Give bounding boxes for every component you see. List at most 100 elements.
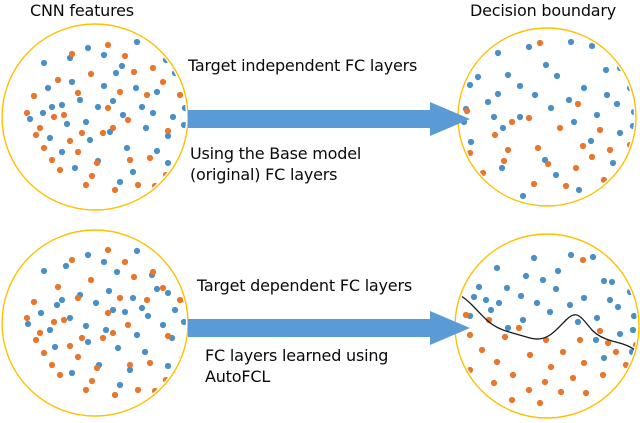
transform-arrow-top [188,102,470,136]
scatter-point-blue [499,124,507,132]
scatter-point-blue [182,39,186,47]
scatter-point-blue [82,118,90,126]
scatter-point-blue [588,42,596,50]
scatter-point-blue [542,61,550,69]
scatter-point-orange [87,276,95,284]
scatter-point-orange [588,153,596,161]
scatter-point-blue [516,82,524,90]
scatter-point-blue [123,144,131,152]
scatter-point-blue [102,326,110,334]
scatter-point-blue [602,66,610,74]
scatter-point-orange [146,154,154,162]
scatter-point-blue [484,98,492,106]
scatter-point-orange [599,371,607,379]
scatter-point-blue [51,343,59,351]
scatter-point-blue [159,321,167,329]
scatter-point-orange [536,39,544,47]
scatter-point-orange [569,374,577,382]
scatter-point-orange [501,333,509,341]
scatter-point-orange [500,157,508,165]
scatter-point-orange [526,351,534,359]
scatter-point-blue [40,59,48,67]
scatter-point-orange [88,377,96,385]
scatter-point-blue [138,103,146,111]
scatter-point-orange [78,334,86,342]
scatter-point-blue [169,113,177,121]
scatter-point-blue [58,148,66,156]
scatter-point-blue [68,369,76,377]
scatter-point-orange [104,309,112,317]
scatter-point-blue [630,312,637,320]
scatter-point-blue [519,192,527,200]
scatter-point-blue [494,90,502,98]
scatter-point-blue [467,138,475,146]
scatter-point-blue [504,71,512,79]
scatter-point-orange [40,144,48,152]
scatter-point-blue [495,299,503,307]
scatter-point-orange [596,327,604,335]
scatter-point-blue [589,253,597,261]
scatter-point-orange [60,111,68,119]
scatter-point-blue [105,287,113,295]
scatter-point-orange [74,353,82,361]
scatter-point-blue [593,111,601,119]
scatter-point-orange [124,116,132,124]
scatter-point-blue [153,285,161,293]
scatter-point-orange [582,389,590,397]
scatter-point-orange [36,329,44,337]
scatter-point-orange [74,294,82,302]
scatter-point-blue [58,101,66,109]
scatter-point-orange [509,371,517,379]
scatter-point-orange [576,336,584,344]
scatter-point-blue [24,320,32,328]
scatter-point-orange [134,181,142,189]
scatter-point-orange [534,144,542,152]
scatter-point-blue [533,299,541,307]
scatter-point-blue [603,91,611,99]
scatter-point-orange [109,329,117,337]
circle-decision-boundary-top [457,27,637,207]
scatter-point-blue [66,314,74,322]
scatter-point-orange [530,180,538,188]
scatter-point-orange [164,127,172,135]
scatter-point-orange [466,331,474,339]
scatter-point-blue [616,330,624,338]
scatter-point-blue [114,344,122,352]
scatter-point-orange [579,256,587,264]
caption-cnn-features: CNN features [30,1,134,20]
scatter-point-orange [130,68,138,76]
scatter-point-blue [587,137,595,145]
scatter-point-orange [30,298,38,306]
scatter-point-orange [32,336,40,344]
scatter-point-blue [48,103,56,111]
scatter-point-blue [112,69,120,77]
scatter-point-blue [84,44,92,52]
scatter-point-orange [111,186,119,194]
scatter-point-orange [126,156,134,164]
scatter-point-orange [82,181,90,189]
scatter-point-blue [522,272,530,280]
scatter-point-orange [78,129,86,137]
scatter-point-blue [516,113,524,121]
scatter-point-blue [519,316,527,324]
scatter-point-blue [133,331,141,339]
scatter-point-blue [84,338,92,346]
scatter-point-orange [36,124,44,132]
scatter-point-blue [121,308,129,316]
scatter-point-blue [92,299,100,307]
scatter-point-orange [143,296,151,304]
scatter-point-blue [94,103,102,111]
caption-decision-boundary: Decision boundary [470,1,617,20]
scatter-point-blue [570,118,578,126]
scatter-point-blue [116,178,124,186]
scatter-point-blue [474,73,482,81]
scatter-point-orange [66,342,74,350]
scatter-point-orange [74,148,82,156]
scatter-point-blue [554,267,562,275]
scatter-point-blue [76,96,84,104]
scatter-point-blue [171,306,179,314]
scatter-point-orange [48,156,56,164]
scatter-point-orange [562,182,570,190]
scatter-point-orange [541,378,549,386]
